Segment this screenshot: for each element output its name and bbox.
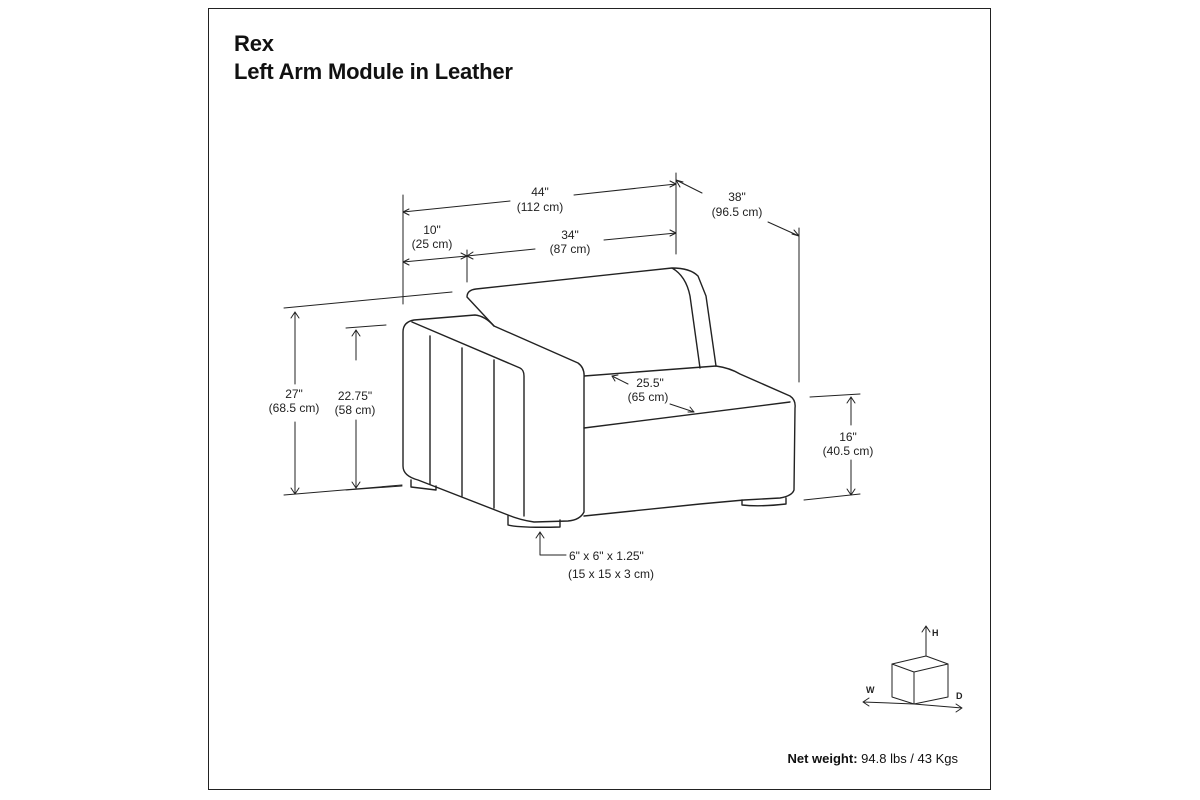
seat-depth-cm: (65 cm): [628, 390, 669, 404]
overall-width-cm: (112 cm): [517, 200, 563, 214]
overall-height-in: 27": [285, 387, 303, 401]
axis-label-depth: D: [956, 691, 963, 701]
net-weight-label: Net weight:: [787, 751, 858, 766]
foot-size-cm: (15 x 15 x 3 cm): [568, 567, 654, 581]
net-weight-value: 94.8 lbs / 43 Kgs: [861, 751, 958, 766]
seat-width-in: 34": [561, 228, 579, 242]
net-weight: Net weight: 94.8 lbs / 43 Kgs: [787, 751, 958, 766]
sofa-illustration: [402, 267, 796, 528]
seat-depth-in: 25.5": [636, 376, 664, 390]
overall-height-cm: (68.5 cm): [269, 401, 320, 415]
depth-in: 38": [728, 190, 746, 204]
arm-width-in: 10": [423, 223, 441, 237]
diagram-frame: [208, 8, 991, 790]
seat-width-cm: (87 cm): [550, 242, 591, 256]
seat-height-in: 16": [839, 430, 857, 444]
axis-label-width: W: [866, 685, 875, 695]
axes-legend-icon: [862, 625, 963, 713]
foot-size-in: 6" x 6" x 1.25": [569, 549, 644, 563]
seat-height-cm: (40.5 cm): [823, 444, 874, 458]
axis-label-height: H: [932, 628, 939, 638]
depth-cm: (96.5 cm): [712, 205, 763, 219]
arm-width-cm: (25 cm): [412, 237, 453, 251]
brand-name: Rex: [234, 31, 274, 56]
product-name: Left Arm Module in Leather: [234, 59, 513, 84]
overall-width-in: 44": [531, 185, 549, 199]
arm-height-in: 22.75": [338, 389, 372, 403]
dimension-lines: [283, 172, 861, 556]
arm-height-cm: (58 cm): [335, 403, 376, 417]
page-title: Rex Left Arm Module in Leather: [234, 30, 513, 86]
